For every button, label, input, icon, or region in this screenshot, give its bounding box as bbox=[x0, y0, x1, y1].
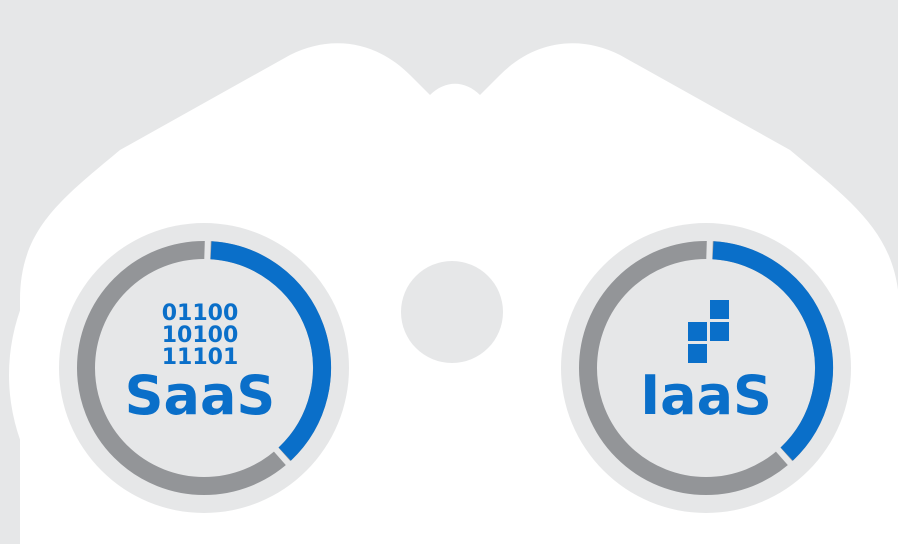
saas-binary-line-2: 10100 bbox=[162, 323, 239, 348]
saas-ring-progress bbox=[210, 241, 331, 461]
iaas-ring-progress bbox=[712, 241, 833, 461]
hinge-circle bbox=[401, 261, 503, 363]
iaas-lens: IaaS bbox=[561, 223, 851, 513]
saas-label: SaaS bbox=[125, 364, 276, 427]
iaas-lens-outer bbox=[561, 223, 851, 513]
saas-binary-line-3: 11101 bbox=[162, 345, 239, 370]
iaas-ring-gaps bbox=[706, 237, 795, 468]
saas-binary-line-1: 01100 bbox=[162, 301, 239, 326]
saas-ring-gaps bbox=[204, 237, 293, 468]
saas-lens-outer bbox=[59, 223, 349, 513]
stacked-blocks-icon bbox=[688, 300, 729, 363]
iaas-label: IaaS bbox=[640, 364, 772, 427]
saas-lens: 01100 10100 11101 SaaS bbox=[59, 223, 349, 513]
